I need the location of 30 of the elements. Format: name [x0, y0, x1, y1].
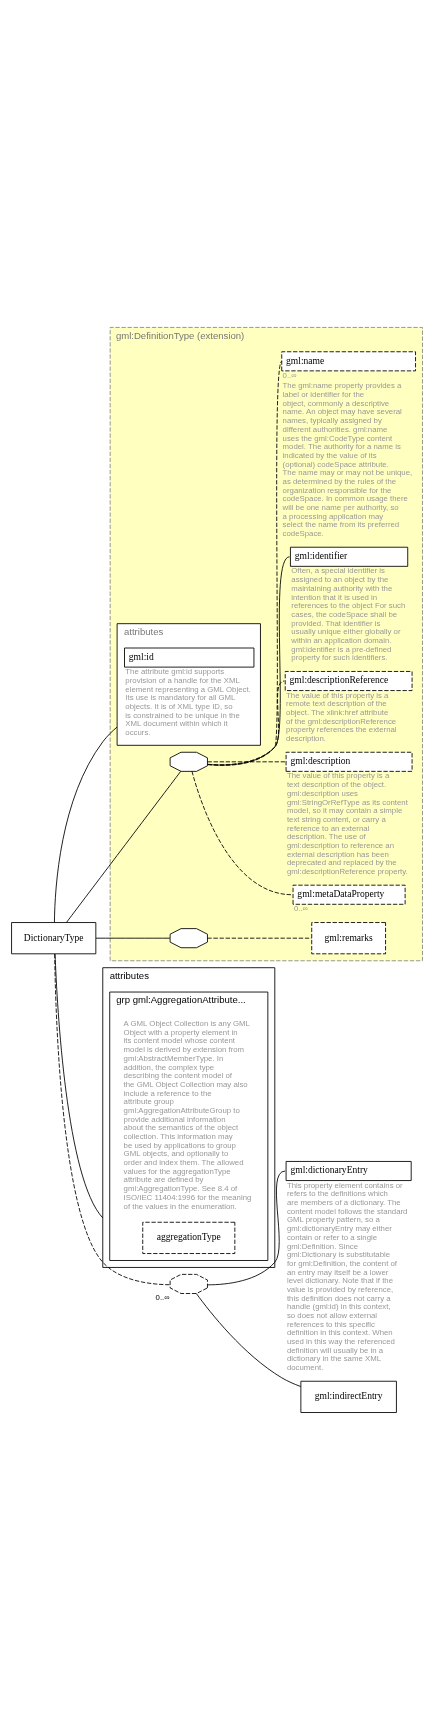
- node-octagon: [169, 1273, 208, 1294]
- node-box: DictionaryType: [11, 921, 97, 954]
- node-label: The value of this property is a remote text description of the object. The xlink:href attribute of the gml:descriptionReference property references the external description.: [286, 690, 397, 743]
- connector: [195, 1292, 302, 1387]
- node-label: The value of this property is a text description of the object. gml:description uses gml:StringOrRefType as its content model, so it may contain a simple text string content, or carry a reference to an external description. The use of gml:description to reference an external description has been deprecated and replaced by the gml:descriptionReference property.: [286, 770, 408, 876]
- connector: [54, 953, 104, 1218]
- connector: [207, 1170, 286, 1285]
- connector: [53, 726, 118, 923]
- node-octagon: [169, 751, 208, 772]
- node-label: 0..∞: [282, 370, 297, 380]
- node-label: The gml:name property provides a label or identifier for the object, commonly a descriptive name. An object may have several names, typically assigned by different authorities. gml:name uses the gml:CodeType content model. The authority for a name is indicated by the value of its (optional) codeSpace attribute. The name may or may not be unique, as determined by the rules of the organization responsible for the codeSpace. In common usage there will be one name per authority, so a processing application may select the name from its preferred codeSpace.: [282, 380, 413, 538]
- node-octagon: [169, 927, 208, 948]
- node-box: aggregationType: [142, 1221, 236, 1254]
- node-label: Often, a special identifier is assigned to an object by the maintaining authority with the intention that it is used in references to the object For such cases, the codeSpace shall be provided. That identifier is usually unique either globally or within an application domain. gml:identifier is a pre-defined property for such identifiers.: [291, 565, 406, 662]
- node-box: gml:indirectEntry: [300, 1380, 397, 1413]
- connector: [95, 937, 171, 939]
- connector: [207, 360, 283, 766]
- connector: [191, 770, 293, 895]
- node-label: A GML Object Collection is any GML Object with a property element in its content model whose content model is derived by extension from gml:AbstractMemberType. In addition, the complex type describing the content model of the GML Object Collection may also include a reference to the attribute group gml:AggregationAttributeGroup to provide additional information about the semantics of the object collection. This information may be used by applications to group GML objects, and optionally to order and index them. The allowed values for the aggregationType attribute are defined by gml:AggregationType. See 8.4 of ISO/IEC 11404:1996 for the meaning of the values in the enumeration.: [123, 1018, 252, 1211]
- connector: [54, 953, 171, 1285]
- node-label: 0..∞: [155, 1292, 170, 1302]
- node-label: This property element contains or refers to the definitions which are members of a dictionary. The content model follows the standard GML property pattern, so a gml:dictionaryEntry may either contain or refer to a single gml:Definition. Since gml:Dictionary is substitutable for gml:Definition, the content of an entry may itself be a lower level dictionary. Note that if the value is provided by reference, this definition does not carry a handle (gml:id) in this context, so does not allow external references to this specific definition in this context. When used in this way the referenced definition will usually be in a dictionary in the same XML document.: [286, 1180, 408, 1372]
- node-label: 0..∞: [293, 903, 309, 913]
- connector: [207, 680, 285, 765]
- node-label: The attribute gml:id supports provision of a handle for the XML element representing a GML Object. Its use is mandatory for all GML objects. It is of XML type ID, so is constrained to be unique in the XML document within which it occurs.: [125, 666, 251, 737]
- connector: [207, 937, 312, 939]
- connector: [207, 555, 290, 765]
- connector: [207, 760, 286, 762]
- connector: [65, 770, 182, 923]
- node-box: gml:remarks: [311, 921, 386, 954]
